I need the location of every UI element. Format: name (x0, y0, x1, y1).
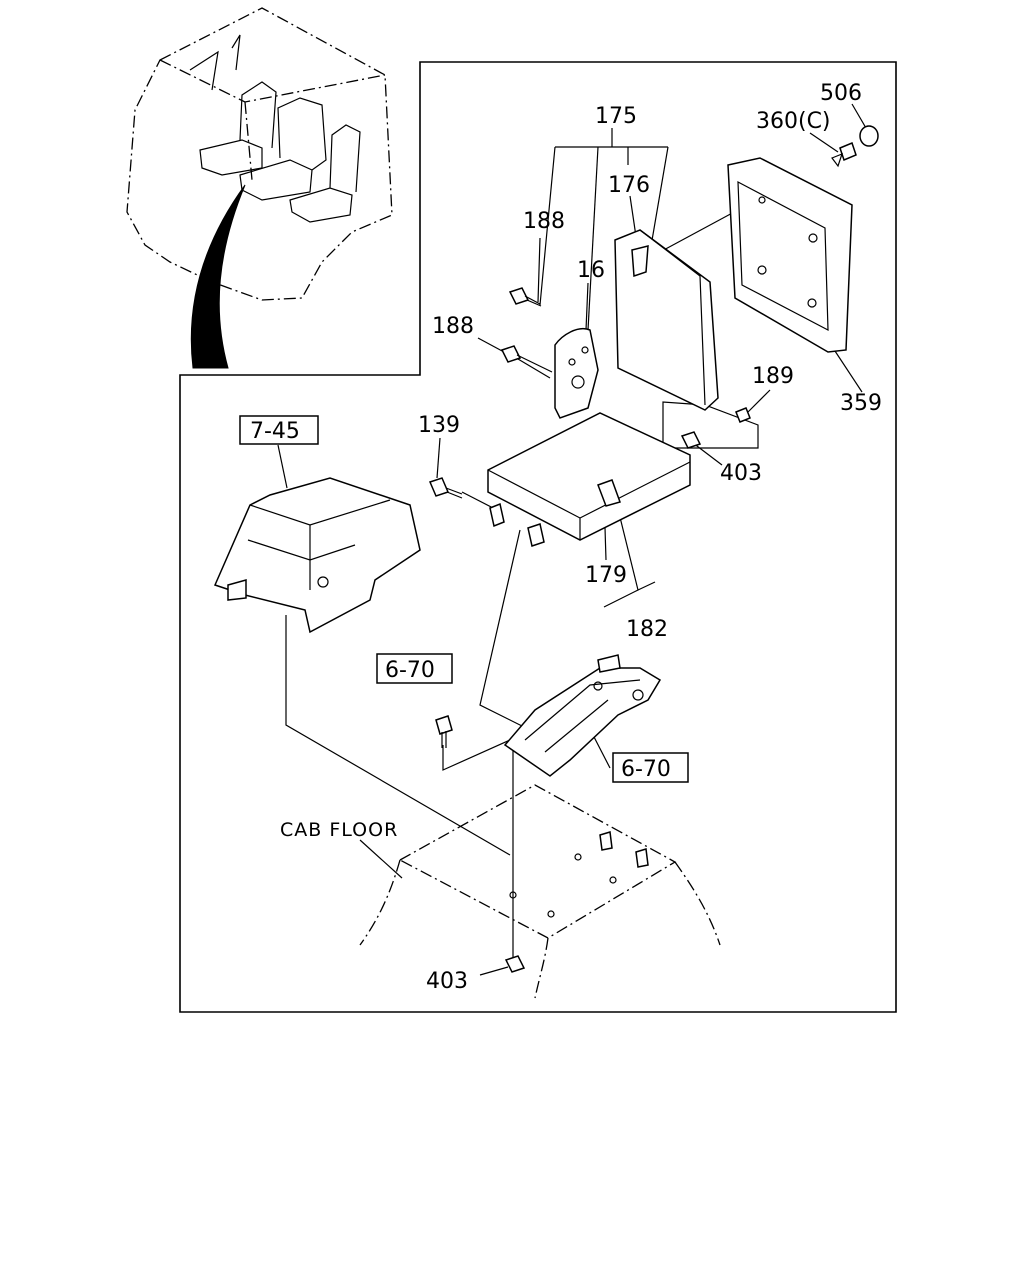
seat-right-icon (289, 124, 361, 223)
seat-left-icon (199, 81, 277, 176)
seat-back-bracket (554, 328, 599, 419)
ref-box-6-70-lower (612, 752, 689, 783)
seat-riser-bracket (503, 654, 662, 777)
label-175: 175 (595, 104, 637, 129)
ref-label-7-45: 7-45 (250, 419, 300, 444)
label-16: 16 (577, 258, 605, 283)
nut-403-upper (680, 431, 702, 449)
label-179: 179 (585, 563, 627, 588)
cab-floor-label: CAB FLOOR (280, 819, 398, 841)
clip-189 (735, 407, 751, 423)
console-box (213, 477, 421, 634)
label-188-lower: 188 (432, 314, 474, 339)
ref-box-6-70-upper (376, 653, 453, 684)
bolt-188-upper (508, 287, 542, 307)
ref-box-7-45 (239, 415, 319, 445)
ref-label-6-70-upper: 6-70 (385, 658, 435, 683)
bolt-188-lower (500, 345, 553, 379)
cushion-cover-359 (727, 157, 853, 353)
nut-403-lower (504, 955, 526, 973)
detail-pointer-arrow (190, 184, 246, 369)
label-176: 176 (608, 173, 650, 198)
seat-cushion (487, 412, 691, 547)
cap-506 (859, 125, 879, 147)
cab-inset (126, 7, 393, 369)
label-506: 506 (820, 81, 862, 106)
seat-center-icon (239, 97, 327, 201)
label-188-upper: 188 (523, 209, 565, 234)
label-189: 189 (752, 364, 794, 389)
label-360c: 360(C) (756, 109, 831, 134)
label-182: 182 (626, 617, 668, 642)
label-403-upper: 403 (720, 461, 762, 486)
diagram-frame (179, 61, 897, 1013)
cab-floor (359, 784, 721, 999)
screw-360c (831, 141, 857, 168)
label-359: 359 (840, 391, 882, 416)
bolt-6-70 (435, 715, 453, 748)
bolt-139 (428, 477, 463, 499)
ref-label-6-70-lower: 6-70 (621, 757, 671, 782)
seat-back-panel (614, 229, 719, 411)
label-403-lower: 403 (426, 969, 468, 994)
label-139: 139 (418, 413, 460, 438)
leader-lines (277, 103, 867, 976)
